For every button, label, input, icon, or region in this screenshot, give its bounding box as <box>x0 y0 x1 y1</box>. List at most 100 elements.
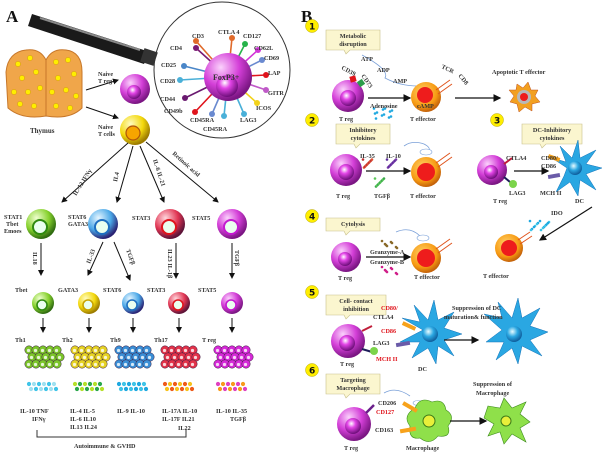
molecule-dot <box>375 111 379 114</box>
cytokines-th9-1: IL-9 IL-10 <box>117 408 145 415</box>
molecule-dot <box>380 239 384 243</box>
molecule-dot <box>370 158 374 161</box>
thymus-dot <box>65 57 71 63</box>
marker-receptor <box>209 111 215 117</box>
molecule-dot <box>389 266 393 270</box>
cytokine-dot <box>169 386 175 392</box>
autoimmune-bracket <box>36 430 187 438</box>
cytokines-th2-3: IL13 IL24 <box>70 424 97 431</box>
committed-cell <box>221 292 243 314</box>
molecule-dot <box>383 242 387 246</box>
cytokines-th2-2: IL-6 IL10 <box>70 416 96 423</box>
thymus-dot <box>17 101 23 107</box>
cytokine-dot <box>174 386 180 392</box>
foxp3-marker-label: CD25 <box>161 62 176 69</box>
cytokines-th17-2: IL-17F IL21 <box>162 416 195 423</box>
molecule-dot <box>529 228 533 232</box>
molecule-dot <box>541 226 545 230</box>
teffector-cell-m1 <box>411 82 441 112</box>
mechanism-6 <box>337 389 531 445</box>
cytokine-dot <box>97 381 103 387</box>
cytokine-dot <box>51 381 57 387</box>
molecule-dot <box>372 107 376 110</box>
cytokine-dot <box>99 386 105 392</box>
differentiating-cell <box>26 209 56 239</box>
cytokine-dot <box>121 381 127 387</box>
cytokine-dot <box>94 386 100 392</box>
signal-th2: IL4 <box>112 172 121 183</box>
foxp3-marker-label: CD45RA <box>203 126 228 133</box>
thymus-dot <box>53 103 59 109</box>
foxp3-marker-label: CD44 <box>160 96 175 103</box>
committed-cell <box>168 292 190 314</box>
il10-label: IL-10 <box>386 153 401 160</box>
teff-label-m2: T effector <box>410 193 436 200</box>
mechanism-number: 1 <box>309 23 315 33</box>
dc-label-m3: DC <box>575 198 584 205</box>
molecule-dot <box>538 219 542 223</box>
thymus-dot <box>53 59 59 65</box>
molecule-dot <box>387 116 391 119</box>
cytokine-dot <box>118 386 124 392</box>
adenosine-label: Adenosine <box>370 103 398 110</box>
molecule-dot <box>539 228 543 232</box>
signal2-th2: IL-33 <box>85 248 97 264</box>
callout-title: disruption <box>339 41 367 48</box>
cytokine-dot <box>41 381 47 387</box>
ctla4-label-m3: CTLA4 <box>506 155 526 162</box>
marker-receptor <box>255 47 261 53</box>
mechanism-1 <box>332 54 541 113</box>
foxp3-marker-label: CD127 <box>243 33 261 40</box>
cytokine-dot <box>222 386 228 392</box>
teff-label-m4: T effector <box>414 274 440 281</box>
cytokine-dot <box>167 381 173 387</box>
cytokines-th1-2: IFNγ <box>32 416 46 423</box>
callout-title: cytokines <box>540 135 565 142</box>
cytokines-th17-3: IL22 <box>178 425 191 432</box>
cytokine-dot <box>31 381 37 387</box>
callout-box <box>325 29 381 55</box>
cytokine-dot <box>242 386 248 392</box>
thymus-icon <box>5 49 83 118</box>
marker-receptor <box>193 38 199 44</box>
cytokine-dot <box>87 381 93 387</box>
thymus-dot <box>19 75 25 81</box>
thymus-dot <box>37 85 43 91</box>
mechanism-number: 2 <box>309 117 315 127</box>
foxp3-marker-label: GITR <box>268 90 284 97</box>
cytokine-dot <box>189 386 195 392</box>
treg-cell-m3 <box>477 155 507 185</box>
thymus-dot <box>11 89 17 95</box>
molecule-dot <box>373 112 377 115</box>
ido-label: IDO <box>551 210 563 217</box>
bracket-label: Autoimmune & GVHD <box>74 443 136 450</box>
differentiating-cell <box>88 209 118 239</box>
thymus-dot <box>27 55 33 61</box>
naive-treg-label-1: Naive <box>98 71 113 78</box>
cytokine-dot <box>177 381 183 387</box>
cytokine-dot <box>240 381 246 387</box>
mechanism-number: 6 <box>309 367 315 377</box>
mhc-label-m3: MCH II <box>540 190 562 197</box>
mechanism-number-badge <box>305 363 319 377</box>
molecule-dot <box>385 158 389 161</box>
molecule-dot <box>394 245 398 249</box>
tf2-th1: Tbet <box>15 287 28 294</box>
cytokine-dot <box>92 381 98 387</box>
cd80-label-m3: CD80/ <box>541 155 558 162</box>
apoptotic-cell <box>508 81 541 113</box>
cytokine-dot <box>162 381 168 387</box>
apoptotic-label: Apoptotic T effector <box>492 69 546 76</box>
marker-receptor <box>182 95 188 101</box>
naive-tcells-label-2: T cells <box>98 131 115 138</box>
subset-treg: T reg <box>202 337 217 344</box>
tf2-th17: STAT3 <box>147 287 165 294</box>
signal-treg: Retinoic acid <box>171 150 202 179</box>
treg-label-m3: T reg <box>493 198 508 205</box>
cytokine-dot <box>237 386 243 392</box>
molecule-dot <box>383 107 387 110</box>
mechanism-number-badge <box>490 113 504 127</box>
callout-title: Metabolic <box>340 33 367 40</box>
tf-th17: STAT3 <box>132 215 150 222</box>
